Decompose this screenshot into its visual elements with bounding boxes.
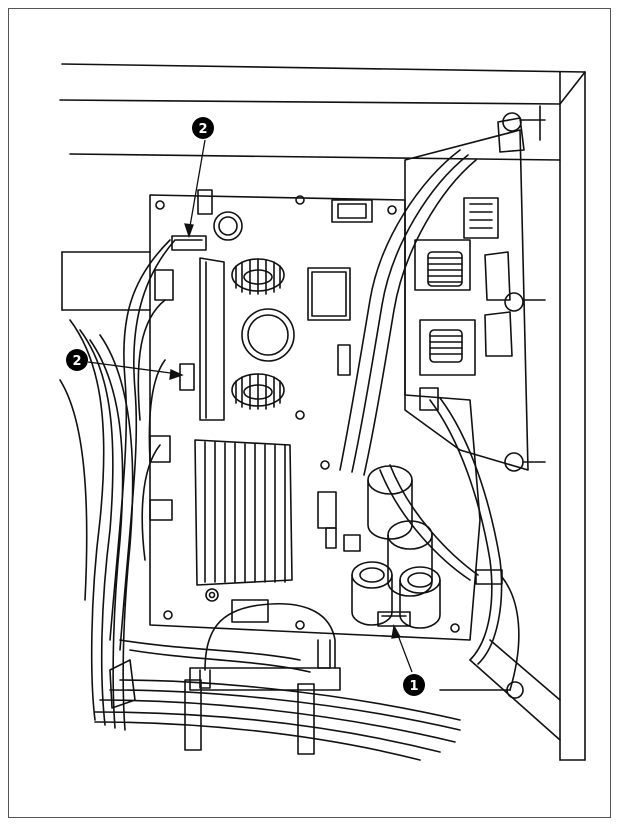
small-parts — [231, 491, 361, 623]
callout-1: 1 — [403, 674, 425, 696]
vertical-module — [199, 257, 225, 421]
callout-2-left: 2 — [66, 349, 88, 371]
connectors — [149, 235, 439, 627]
heat-sink — [194, 439, 293, 602]
wire-harness-right — [339, 149, 520, 691]
callout-2-top-label: 2 — [198, 122, 207, 137]
wire-harness-left — [59, 239, 176, 731]
capacitors — [351, 465, 441, 629]
callout-1-label: 1 — [409, 679, 418, 694]
leader-lines — [87, 139, 413, 673]
ring-component — [241, 308, 295, 362]
cabinet-enclosure — [59, 63, 586, 761]
connector-loop — [189, 602, 341, 691]
callout-2-left-label: 2 — [72, 354, 81, 369]
side-panel — [404, 112, 546, 472]
bottom-cable-run — [94, 639, 524, 761]
callout-2-top: 2 — [192, 117, 214, 139]
toroid-lower — [231, 373, 285, 410]
toroid-upper — [231, 258, 285, 295]
